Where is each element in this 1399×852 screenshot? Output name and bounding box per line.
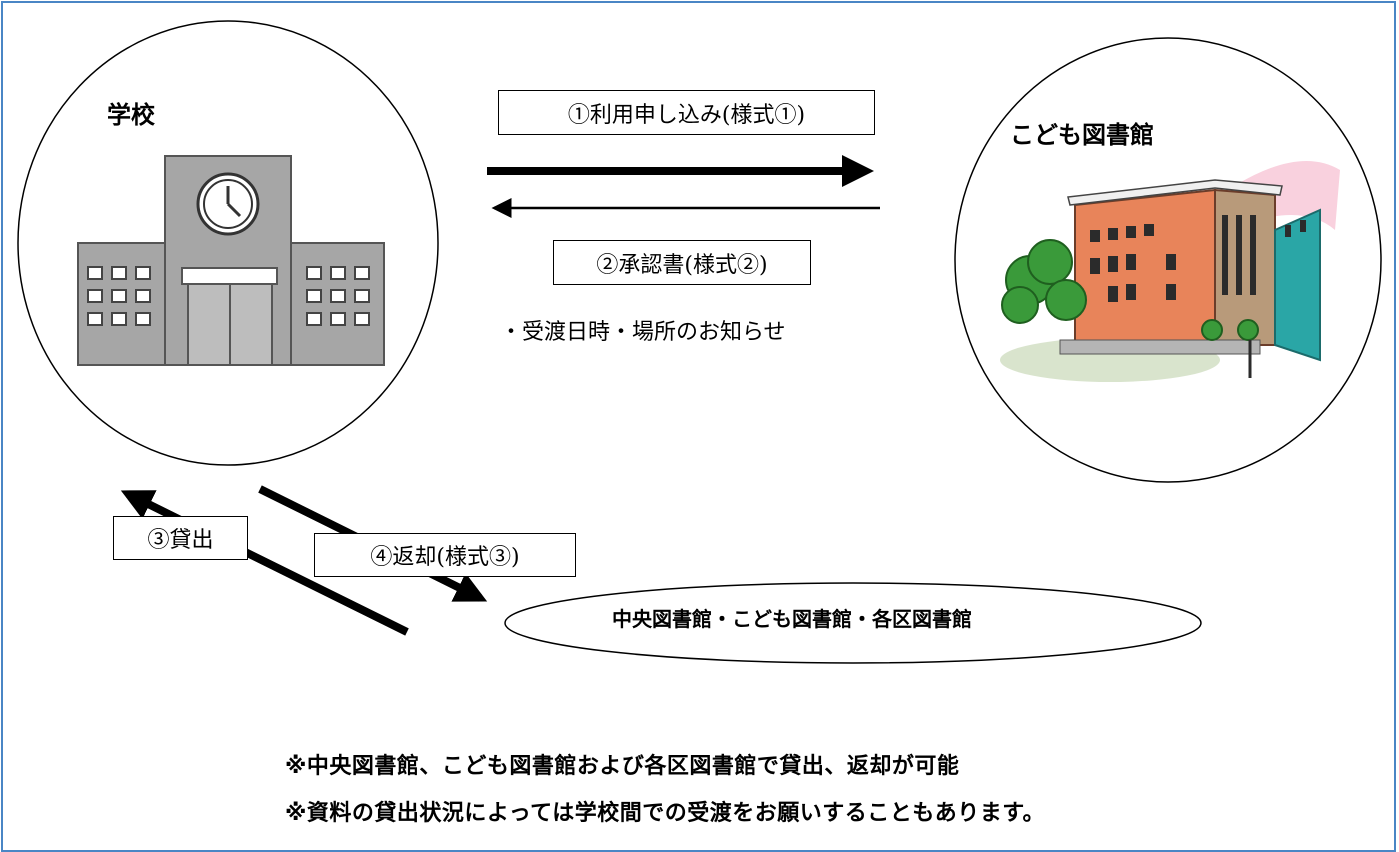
notice-text: ・受渡日時・場所のお知らせ — [500, 320, 786, 345]
approval-step-box: ②承認書(様式②) — [553, 240, 811, 285]
school-building-icon — [77, 155, 385, 366]
libraries-ellipse — [504, 582, 1202, 664]
kids-library-label: こども図書館 — [1010, 121, 1154, 149]
note-line-2: ※資料の貸出状況によっては学校間での受渡をお願いすることもあります。 — [285, 801, 1045, 826]
note-line-1: ※中央図書館、こども図書館および各区図書館で貸出、返却が可能 — [285, 754, 960, 779]
return-step-box: ④返却(様式③) — [314, 533, 576, 577]
school-label: 学校 — [107, 101, 155, 129]
library-building-icon — [1000, 161, 1340, 382]
apply-step-box: ①利用申し込み(様式①) — [498, 90, 875, 135]
lend-step-box: ③貸出 — [113, 516, 248, 560]
libraries-label: 中央図書館・こども図書館・各区図書館 — [612, 607, 972, 631]
